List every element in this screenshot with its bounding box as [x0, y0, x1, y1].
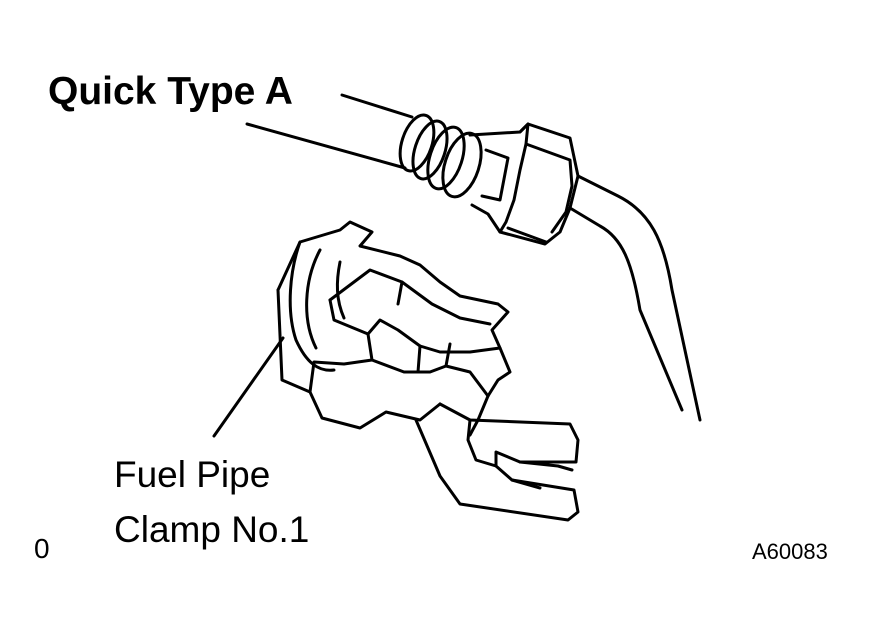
- quick-type-a-label: Quick Type A: [48, 70, 293, 113]
- clamp-label-line1: Fuel Pipe: [114, 454, 271, 495]
- fuel-hose: [245, 122, 407, 170]
- leader-line-quick-type: [340, 93, 414, 119]
- clamp-label-line2: Clamp No.1: [114, 509, 310, 550]
- fuel-pipe-clamp: [276, 220, 512, 437]
- leader-line-clamp: [212, 336, 285, 438]
- quick-connector: [398, 113, 580, 246]
- clamp-fork-tab: [414, 402, 580, 522]
- corner-mark: 0: [34, 533, 50, 564]
- fuel-pipe: [568, 174, 702, 422]
- figure-code: A60083: [752, 539, 828, 564]
